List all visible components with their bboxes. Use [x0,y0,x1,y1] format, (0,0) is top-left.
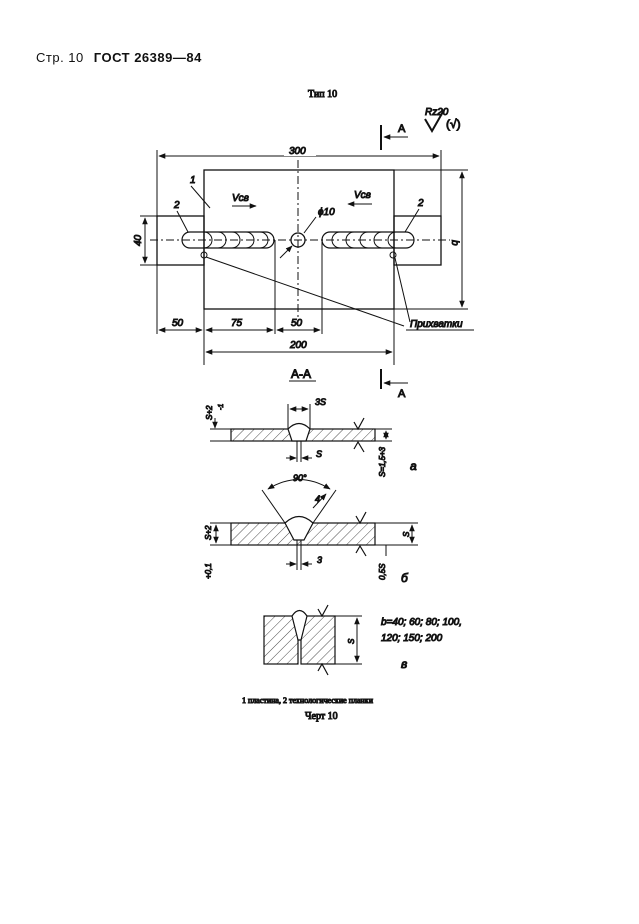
dim-tab-length: 50 [172,318,184,329]
section-mark-bottom: А [380,369,408,401]
page-header: Стр. 10 ГОСТ 26389—84 [36,50,202,65]
a-thickness-range: S=1,5÷3 [378,446,387,477]
tab-number-left: 2 [173,200,180,211]
a-left-tol: S+2 [205,405,214,420]
standard-number: ГОСТ 26389—84 [93,50,202,65]
b-thickness: S [402,531,411,537]
c-b-values-1: b=40; 60; 80; 100, [381,617,462,628]
section-title: А-А [291,367,311,381]
roughness-symbol: Rz20 (√) [424,107,461,133]
b-gap: 3 [317,555,322,565]
type-label: Тип 10 [308,89,337,100]
legend: 1 пластина, 2 технологические планки [242,696,374,705]
section-a: 3S S S+2 -1 S=1,5÷3 а [205,397,418,478]
dim-plate-length: 200 [289,340,307,351]
plate-number: 1 [190,175,196,186]
roughness-value: Rz20 [425,107,449,118]
dim-width-b: b [449,240,460,246]
hole-diameter: ϕ10 [318,207,335,218]
section-letter-top: А [398,123,406,135]
page-number: Стр. 10 [36,50,84,65]
b-lower-tol: +0,1 [204,563,213,579]
b-bevel: 4 [315,494,320,504]
tacks-label: Прихватки [410,319,463,330]
a-gap-top: 3S [315,397,326,407]
section-c: S b=40; 60; 80; 100, 120; 150; 200 в [263,604,462,676]
dim-tab-width: 40 [133,234,144,246]
b-root: 0,5S [378,563,387,580]
b-angle: 90° [293,473,307,483]
weld-speed-left: Vсв [232,193,249,204]
a-thickness: S [316,449,322,459]
a-letter: а [410,459,417,473]
section-b: 3 90° 4 S+2 +0,1 S 0,5S б [204,473,418,586]
a-left-tol-sub: -1 [218,404,225,410]
roughness-paren: (√) [446,117,461,131]
dim-50: 50 [291,318,303,329]
b-left-tol: S+2 [204,525,213,540]
c-b-values-2: 120; 150; 200 [381,633,443,644]
b-letter: б [401,571,409,585]
weld-speed-right: Vсв [354,190,371,201]
section-letter-bottom: А [398,388,406,400]
dim-total-length: 300 [289,146,306,157]
section-mark-top: А [380,123,408,150]
plan-view: ϕ10 1 2 2 Vсв Vсв Прихватки [133,144,474,365]
dim-75: 75 [231,318,243,329]
tab-number-right: 2 [417,198,424,209]
figure-caption: Черт 10 [305,711,338,722]
c-letter: в [401,657,407,671]
c-thickness: S [347,638,356,644]
